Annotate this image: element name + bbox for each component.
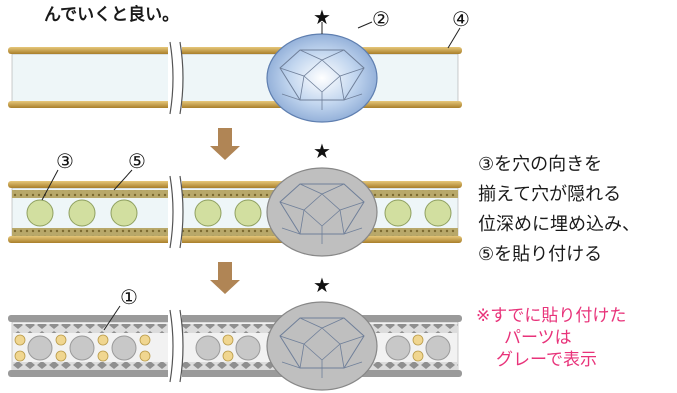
bead	[26, 199, 54, 227]
row-2-tube	[8, 167, 462, 257]
gray-note: ※すでに貼り付けた パーツは グレーで表示	[476, 305, 626, 371]
instruction-line: 揃えて穴が隠れる	[478, 184, 622, 205]
row-3-tube	[8, 301, 462, 391]
bead	[111, 335, 137, 361]
instruction-text: ③を穴の向きを 揃えて穴が隠れる 位深めに埋め込み、 ⑤を貼り付ける	[478, 150, 640, 270]
callout-1: ①	[120, 285, 138, 309]
bead	[195, 335, 221, 361]
bead	[385, 335, 411, 361]
gold-rail	[8, 236, 462, 243]
break-gap	[168, 42, 182, 114]
small-gold-beads	[14, 334, 424, 362]
gold-rail	[8, 181, 462, 188]
bead	[68, 199, 96, 227]
gray-rail	[8, 370, 462, 377]
gray-beads	[27, 335, 451, 361]
callout-2: ②	[372, 7, 390, 31]
bead	[234, 199, 262, 227]
star-marker: ★	[313, 273, 331, 297]
down-arrow	[210, 128, 240, 160]
gem-gray	[266, 301, 378, 391]
note-line: グレーで表示	[496, 350, 597, 370]
bead	[27, 335, 53, 361]
top-caption: んでいくと良い。	[44, 5, 180, 25]
bead	[384, 199, 412, 227]
callout-3: ③	[56, 149, 74, 173]
bead	[424, 199, 452, 227]
callout-5: ⑤	[128, 149, 146, 173]
gold-rail	[8, 47, 462, 54]
instruction-line: ⑤を貼り付ける	[478, 244, 603, 265]
gray-rail	[8, 315, 462, 322]
row-1-tube	[8, 21, 462, 123]
bead	[69, 335, 95, 361]
note-line: パーツは	[504, 328, 572, 348]
callout-4: ④	[452, 7, 470, 31]
bead	[194, 199, 222, 227]
down-arrow	[210, 262, 240, 294]
note-line: ※すでに貼り付けた	[476, 306, 627, 326]
gold-rail	[8, 101, 462, 108]
bead	[235, 335, 261, 361]
star-marker: ★	[313, 139, 331, 163]
instruction-line: 位深めに埋め込み、	[478, 214, 640, 235]
bead	[110, 199, 138, 227]
gem-gray	[266, 167, 378, 257]
instruction-line: ③を穴の向きを	[478, 154, 603, 175]
green-beads	[26, 199, 452, 227]
bead	[425, 335, 451, 361]
star-marker: ★	[313, 5, 331, 29]
